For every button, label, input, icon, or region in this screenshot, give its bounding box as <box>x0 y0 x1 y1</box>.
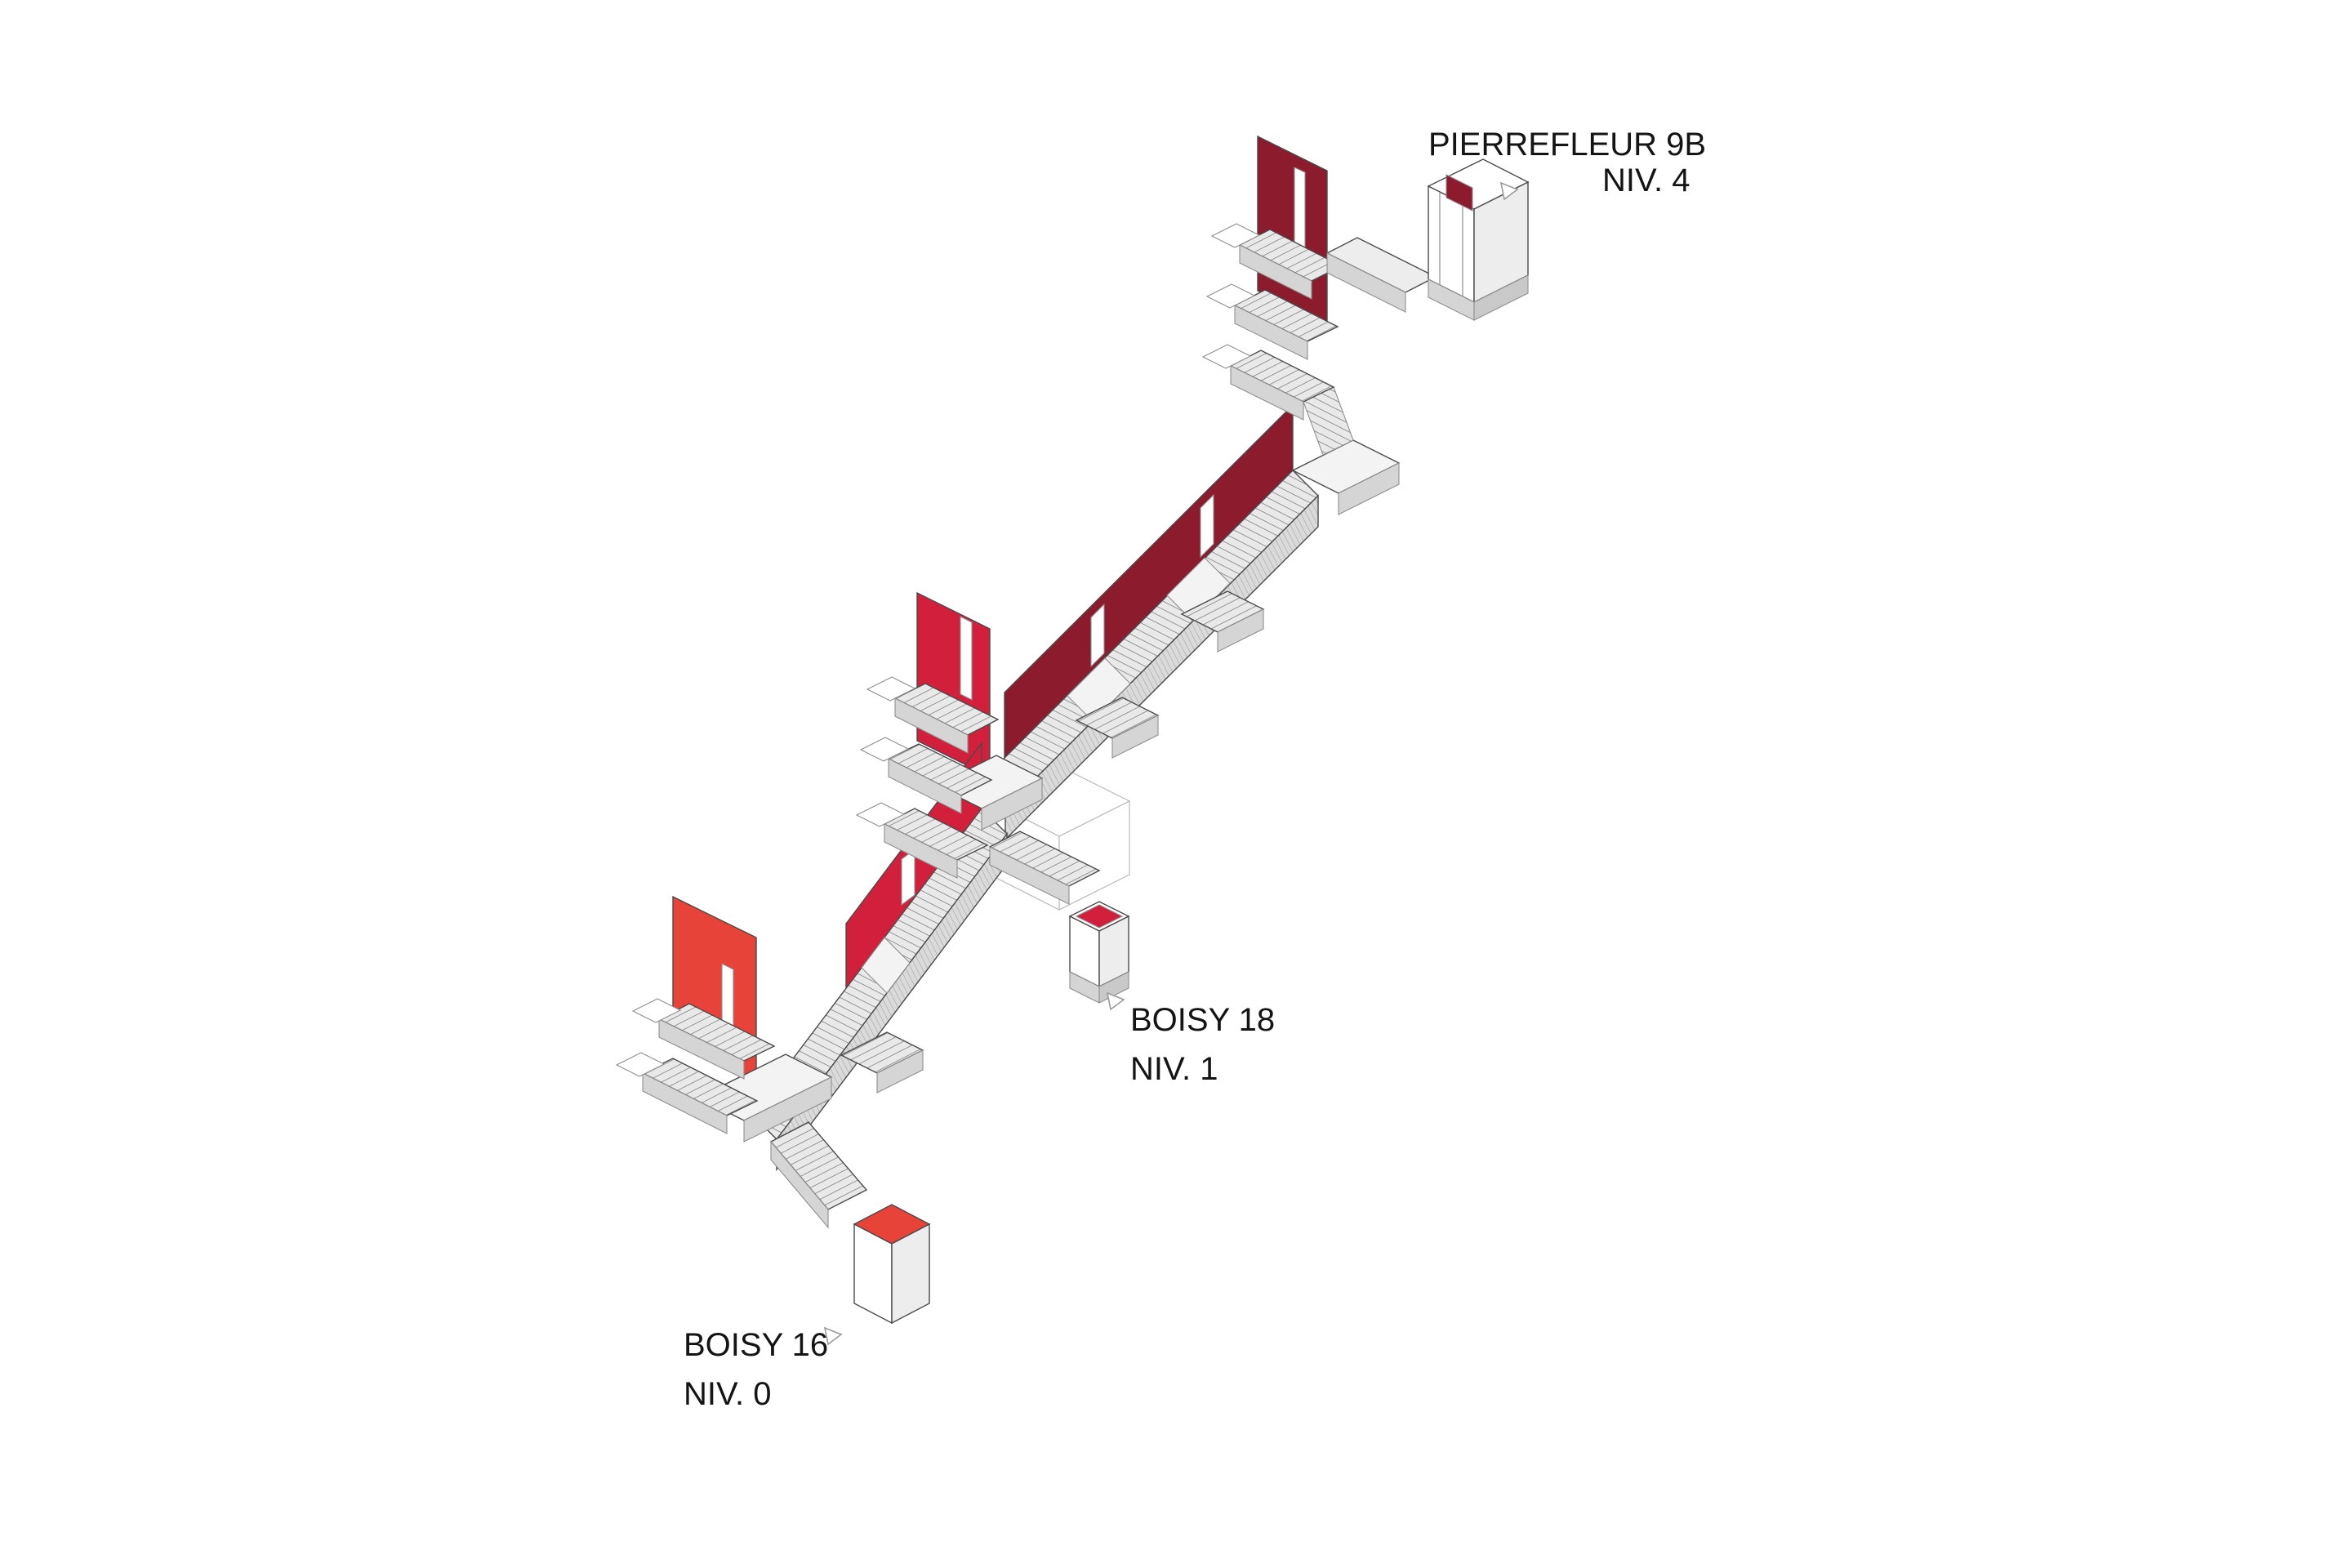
boisy18-triangle-marker-icon <box>1106 991 1125 1011</box>
bottom-flight-landing <box>615 1052 666 1077</box>
top-flight-landing <box>1201 344 1252 369</box>
bottom-side-flight-face <box>658 1018 745 1080</box>
boisy18-branch-stair-face <box>989 846 1070 905</box>
upper-corridor-door-slit <box>1090 603 1105 668</box>
middle-side-flight-face <box>894 697 969 754</box>
pierrefleur-door-panel <box>1446 174 1473 212</box>
elevator-pad <box>1473 274 1529 321</box>
middle-flight-landing <box>859 737 910 762</box>
top-flight-landing <box>1210 223 1261 248</box>
middle-side-flight-face <box>888 758 962 814</box>
boisy18-door-panel <box>1075 904 1124 929</box>
upper-corridor-stair-band <box>978 470 1319 809</box>
middle-facade-door-slit <box>960 616 973 701</box>
lower-corridor-side-platform-face <box>876 1049 924 1094</box>
middle-flight-landing <box>866 676 916 702</box>
bottom-landing-face <box>743 1076 832 1143</box>
bottom-flight-landing <box>631 998 682 1023</box>
pierrefleur-level-label: NIV. 4 <box>1602 163 1690 198</box>
elevator-bridge-face <box>1326 252 1406 313</box>
middle-flight-landing <box>855 802 906 827</box>
upper-corridor-landing <box>1166 557 1231 621</box>
middle-junction-landing-face <box>981 777 1043 831</box>
pavilion-right-face <box>891 1223 930 1325</box>
lower-corridor-door-slit <box>901 848 915 906</box>
bottom-side-flight-face <box>642 1072 728 1134</box>
top-side-flight-face <box>1234 305 1308 360</box>
top-flight-landing <box>1205 283 1256 309</box>
boisy16-assembly <box>615 998 931 1325</box>
upper-corridor <box>978 403 1319 841</box>
boisy16-level-label: NIV. 0 <box>684 1376 771 1412</box>
top-side-flight-face <box>1239 244 1312 300</box>
labels: PIERREFLEUR 9B NIV. 4 BOISY 18 NIV. 1 BO… <box>684 127 1706 1412</box>
upper-corridor-side-platform-face <box>1111 715 1159 759</box>
pierrefleur-label: PIERREFLEUR 9B <box>1428 127 1706 163</box>
boisy16-label: BOISY 16 <box>684 1327 828 1363</box>
boisy18-doorbox-pad <box>1098 971 1129 1004</box>
lower-corridor-landing <box>861 937 911 994</box>
boisy18-label: BOISY 18 <box>1130 1002 1275 1038</box>
boisy18-level-label: NIV. 1 <box>1130 1051 1218 1087</box>
upper-corridor-side-platform-face <box>1217 608 1264 653</box>
middle-side-flight-face <box>884 823 958 879</box>
lower-corridor <box>751 741 1008 1172</box>
upper-corridor-landing <box>1067 657 1131 722</box>
pierrefleur-assembly <box>1201 158 1530 515</box>
pavilion-approach-stair-face <box>770 1140 829 1229</box>
middle-assembly <box>855 676 1130 1004</box>
boisy16-triangle-marker-icon <box>823 1326 843 1346</box>
top-junction-landing-face <box>1338 462 1400 515</box>
pierrefleur-facade-door-slit <box>1294 167 1306 254</box>
pierrefleur-triangle-marker-icon <box>1499 181 1519 201</box>
top-side-flight-face <box>1230 365 1304 421</box>
view-markers <box>823 181 1519 1346</box>
upper-corridor-door-slit <box>1200 493 1214 559</box>
